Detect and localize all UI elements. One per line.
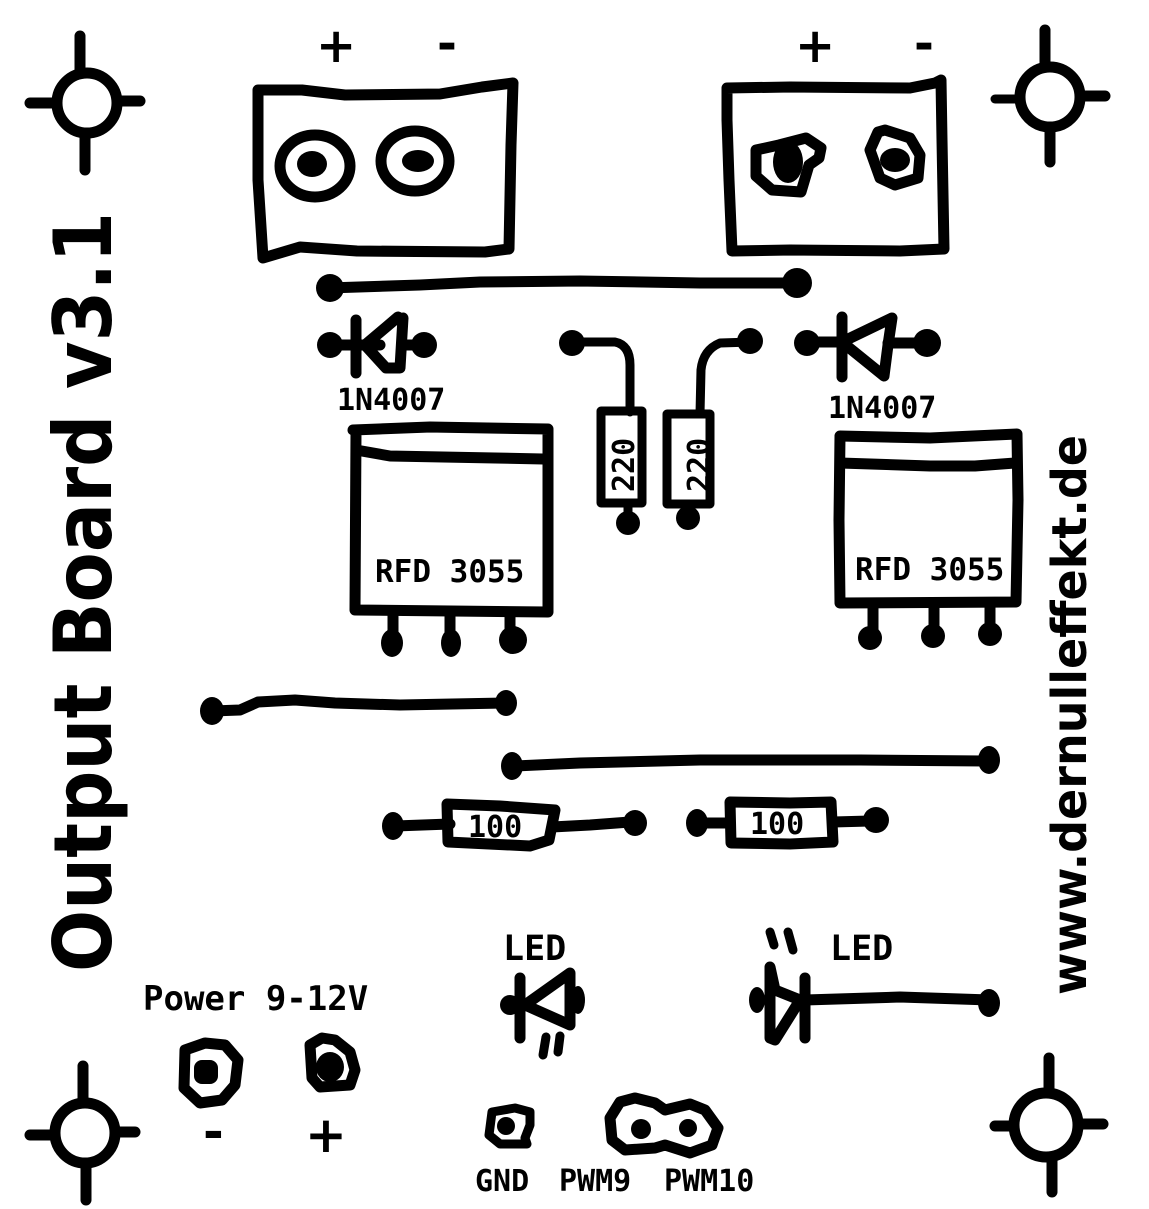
diode-left-icon — [317, 311, 437, 379]
terminal-left-plus-label: + — [316, 18, 356, 74]
screw-terminal-left: + - — [252, 16, 519, 264]
power-plus-pad-icon — [304, 1032, 361, 1093]
mounting-hole-top-right-icon — [990, 24, 1111, 168]
header-gnd-label: GND — [475, 1164, 529, 1199]
resistor-gate-right-label: 220 — [682, 438, 717, 492]
power-minus-label: - — [203, 1103, 224, 1161]
terminal-right-minus-pad — [880, 148, 910, 172]
power-plus-label: + — [305, 1106, 347, 1164]
trace-top — [316, 268, 812, 302]
header-gnd-pad-icon — [484, 1103, 535, 1149]
trace-middle-right — [501, 746, 1000, 780]
terminal-right-plus-label: + — [795, 18, 835, 74]
resistor-gate-right-icon — [662, 328, 763, 530]
resistor-led-right-icon — [686, 796, 889, 850]
mounting-hole-bottom-right-icon — [989, 1052, 1109, 1198]
mounting-hole-top-left-icon — [24, 30, 146, 176]
header-pwm9-label: PWM9 — [559, 1164, 631, 1199]
website-label: www.dernulleffekt.de — [1042, 435, 1098, 995]
mosfet-left-label: RFD 3055 — [375, 554, 524, 590]
screw-terminal-right: + - — [721, 16, 950, 257]
mounting-hole-bottom-left-icon — [24, 1060, 141, 1206]
mosfet-left-icon — [347, 421, 554, 657]
terminal-left-plus-pad — [297, 151, 327, 177]
resistor-gate-left-icon — [559, 330, 647, 535]
diode-right-label: 1N4007 — [828, 391, 936, 426]
header-pwm-pad-icon — [604, 1092, 724, 1159]
header-pwm10-label: PWM10 — [664, 1164, 754, 1199]
resistor-led-left-label: 100 — [468, 810, 522, 845]
mosfet-right-label: RFD 3055 — [855, 552, 1004, 588]
mosfet-right-icon — [833, 428, 1024, 650]
led-left-icon — [500, 967, 585, 1060]
terminal-left-plus-pad-ring — [274, 129, 356, 203]
power-label: Power 9-12V — [143, 979, 368, 1019]
diode-left-label: 1N4007 — [337, 383, 445, 418]
terminal-left-minus-label: - — [437, 16, 457, 72]
terminal-right-plus-pad — [773, 141, 803, 183]
terminal-right-minus-label: - — [914, 16, 934, 72]
led-right-label: LED — [830, 929, 893, 969]
resistor-gate-left-label: 220 — [607, 438, 642, 492]
resistor-led-left-icon — [382, 798, 647, 852]
board-title: Output Board v3.1 — [37, 212, 130, 972]
trace-middle-left — [200, 690, 517, 725]
led-left-label: LED — [503, 929, 566, 969]
power-minus-pad-icon — [178, 1037, 244, 1109]
diode-right-icon — [794, 311, 941, 383]
terminal-left-minus-pad — [402, 150, 434, 172]
resistor-led-right-label: 100 — [750, 807, 804, 842]
led-right-icon — [749, 927, 1000, 1046]
terminal-left-minus-pad-ring — [375, 125, 455, 197]
